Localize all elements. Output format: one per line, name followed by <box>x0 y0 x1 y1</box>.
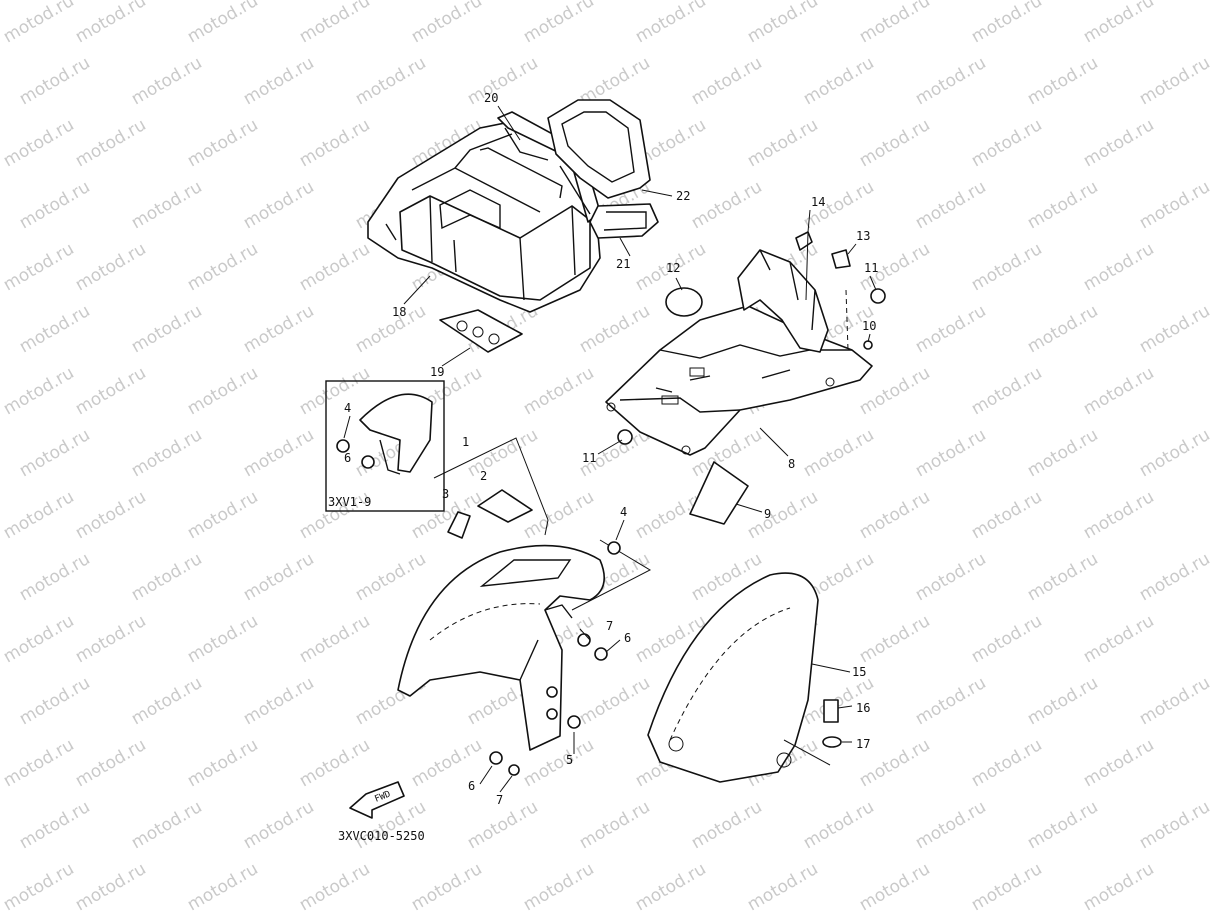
sticker-9-part[interactable] <box>689 461 749 525</box>
bolt-part[interactable] <box>617 288 886 445</box>
callout-9: 9 <box>764 507 771 521</box>
callout-13: 13 <box>856 229 870 243</box>
callout-19: 19 <box>430 365 444 379</box>
callout-6-top: 6 <box>624 631 631 645</box>
fastener-part[interactable] <box>489 541 621 776</box>
callout-18: 18 <box>392 305 406 319</box>
fwd-arrow-icon: FWD <box>349 781 405 819</box>
callout-7-top: 7 <box>606 619 613 633</box>
callout-4: 4 <box>620 505 627 519</box>
callout-12: 12 <box>666 261 680 275</box>
callout-7-bottom: 7 <box>496 793 503 807</box>
callout-6-bottom: 6 <box>468 779 475 793</box>
callout-21: 21 <box>616 257 630 271</box>
callout-15: 15 <box>852 665 866 679</box>
inset-code-label: 3XV1-9 <box>328 495 371 509</box>
callout-10: 10 <box>862 319 876 333</box>
sticker-2-part[interactable] <box>477 489 533 523</box>
callout-16: 16 <box>856 701 870 715</box>
callout-6-inset: 6 <box>344 451 351 465</box>
tail-bracket-part[interactable] <box>589 203 659 239</box>
callout-4-inset: 4 <box>344 401 351 415</box>
diagram-code-label: 3XVC010-5250 <box>338 829 425 843</box>
callout-8: 8 <box>788 457 795 471</box>
under-tray-part[interactable] <box>605 249 873 456</box>
callout-14: 14 <box>811 195 825 209</box>
rear-fender-box-part[interactable] <box>367 121 601 313</box>
rear-hugger-part[interactable] <box>647 572 831 783</box>
sticker-part[interactable] <box>439 309 523 353</box>
callout-1: 1 <box>462 435 469 449</box>
callout-labels: 20 22 21 18 19 12 14 13 11 10 11 8 9 4 6… <box>328 91 878 843</box>
grommet-ring-part[interactable] <box>665 287 703 317</box>
hugger-fastener-part[interactable] <box>822 699 842 748</box>
sticker-3-part[interactable] <box>447 511 471 539</box>
clip-part[interactable] <box>795 231 851 269</box>
callout-2: 2 <box>480 469 487 483</box>
inset-variant-box <box>325 380 445 512</box>
callout-5: 5 <box>566 753 573 767</box>
callout-11-top: 11 <box>864 261 878 275</box>
callout-17: 17 <box>856 737 870 751</box>
callout-3: 3 <box>442 487 449 501</box>
callout-11-bottom: 11 <box>582 451 596 465</box>
callout-leaders <box>343 105 877 793</box>
callout-20: 20 <box>484 91 498 105</box>
callout-22: 22 <box>676 189 690 203</box>
front-fender-part[interactable] <box>397 544 606 751</box>
tail-lens-part[interactable] <box>547 99 651 199</box>
